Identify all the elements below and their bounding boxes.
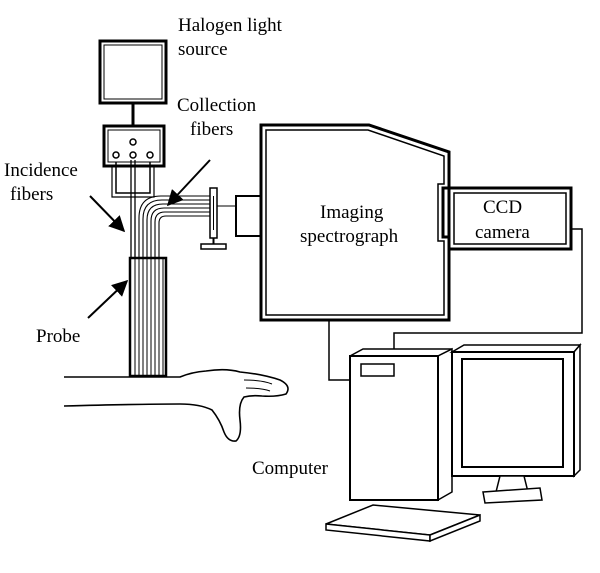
lens-mount — [200, 187, 262, 250]
keyboard — [325, 504, 481, 543]
halogen-label-line2: source — [178, 39, 228, 60]
hand-arm-illustration — [63, 368, 289, 442]
finger-lines — [243, 379, 273, 392]
incidence-fibers-arrow — [89, 195, 126, 233]
imaging-spectrograph — [259, 123, 451, 322]
spectrograph-cable — [328, 320, 350, 381]
imaging-label-line1: Imaging — [320, 202, 384, 223]
incidence-label-line1: Incidence — [4, 160, 78, 181]
camera-cable — [393, 228, 583, 350]
incidence-label-line2: fibers — [10, 184, 53, 205]
probe — [128, 256, 168, 378]
computer-monitor — [449, 342, 582, 504]
halogen-light-source — [98, 39, 168, 126]
computer-tower — [349, 347, 453, 502]
ccd-label-line1: CCD — [483, 197, 522, 218]
collection-label-line2: fibers — [190, 119, 233, 140]
collection-label-line1: Collection — [177, 95, 257, 116]
collection-fibers-arrow — [166, 159, 211, 207]
incidence-fiber — [130, 160, 136, 262]
imaging-label-line2: spectrograph — [300, 226, 399, 247]
probe-arrow — [87, 279, 129, 319]
ccd-camera — [447, 186, 573, 251]
ccd-label-line2: camera — [475, 222, 530, 243]
halogen-label-line1: Halogen light — [178, 15, 283, 36]
computer-label: Computer — [252, 458, 329, 479]
fiber-coupler — [102, 124, 166, 198]
probe-label: Probe — [36, 326, 80, 347]
collection-fiber-bundle — [138, 195, 212, 262]
